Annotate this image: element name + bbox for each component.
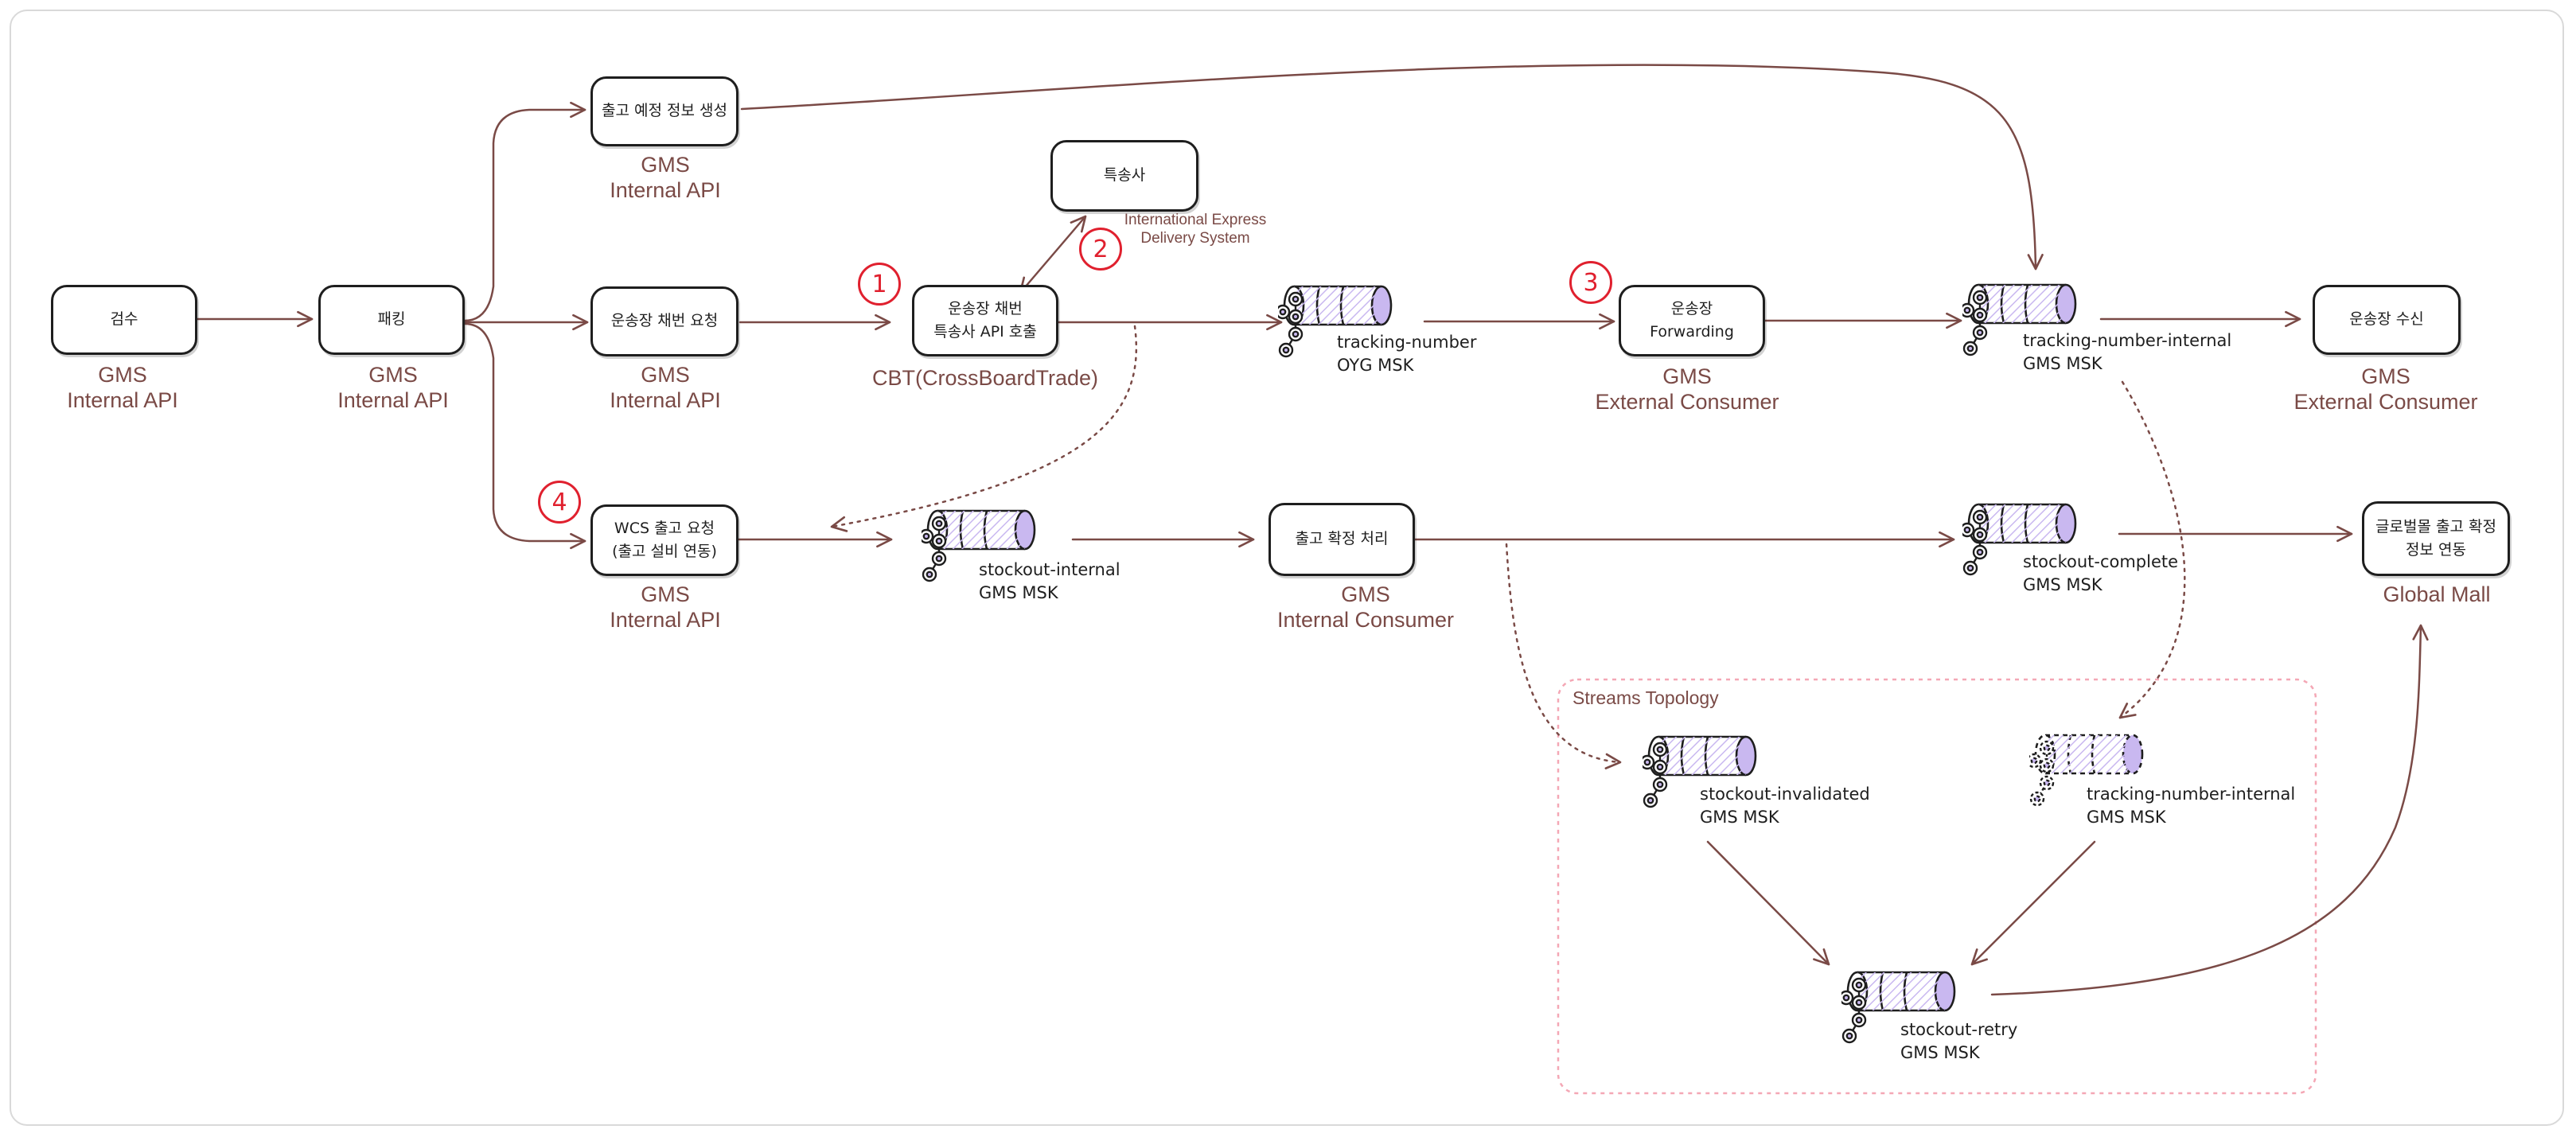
streams-topology-region [1557, 678, 2317, 1095]
node-planned-info[interactable]: 출고 예정 정보 생성 [590, 76, 739, 146]
node-confirm-caption: GMS Internal Consumer [1276, 582, 1455, 632]
node-packing[interactable]: 패킹 [318, 285, 465, 355]
step-4-badge: 4 [538, 481, 581, 524]
arrow-packing-planned [463, 101, 587, 322]
arrow-ghost-retry [1970, 840, 2096, 966]
node-confirm[interactable]: 출고 확정 처리 [1269, 503, 1415, 576]
streams-topology-label: Streams Topology [1572, 687, 1719, 708]
node-cbt-call-caption: CBT(CrossBoardTrade) [871, 366, 1099, 390]
topic-stockout-invalidated: stockout-invalidated GMS MSK [1700, 785, 1870, 827]
topic-tracking-number: tracking-number OYG MSK [1337, 333, 1477, 376]
step-1-badge: 1 [858, 263, 901, 306]
node-wcs-request-caption: GMS Internal API [610, 582, 721, 632]
topic-stockout-complete: stockout-complete GMS MSK [2023, 552, 2179, 595]
arrow-invalidated-retry [1706, 840, 1830, 966]
step-3-badge: 3 [1569, 261, 1612, 304]
node-cbt-call[interactable]: 운송장 채번 특송사 API 호출 [912, 285, 1058, 356]
kafka-topic-icon [1962, 503, 2077, 576]
node-planned-info-caption: GMS Internal API [610, 153, 721, 202]
node-waybill-request-caption: GMS Internal API [610, 363, 721, 412]
topic-tracking-number-internal: tracking-number-internal GMS MSK [2023, 331, 2232, 374]
dotted-cbt-wcs [830, 325, 1138, 532]
node-express[interactable]: 특송사 [1050, 140, 1198, 212]
node-forwarding-caption: GMS External Consumer [1595, 364, 1779, 414]
dotted-confirm-invalidated [1505, 543, 1622, 769]
node-forwarding[interactable]: 운송장 Forwarding [1619, 285, 1765, 356]
kafka-topic-icon [1962, 283, 2077, 356]
node-express-caption: International Express Delivery System [1124, 212, 1267, 247]
kafka-topic-ghost-icon [2029, 734, 2144, 807]
kafka-topic-icon [922, 509, 1036, 582]
arrow-packing-wcs [463, 322, 587, 550]
node-global-mall-caption: Global Mall [2383, 582, 2491, 606]
arrow-retry-mall [1990, 624, 2429, 996]
topic-stockout-internal: stockout-internal GMS MSK [979, 560, 1120, 603]
node-global-mall[interactable]: 글로벌몰 출고 확정 정보 연동 [2362, 501, 2510, 576]
dotted-internal-ghost [2118, 380, 2186, 719]
node-waybill-request[interactable]: 운송장 채번 요청 [590, 286, 739, 356]
node-waybill-receive[interactable]: 운송장 수신 [2313, 285, 2461, 355]
node-waybill-receive-caption: GMS External Consumer [2293, 364, 2478, 414]
kafka-topic-icon [1643, 735, 1757, 808]
arrow-planned-internal [740, 64, 2044, 271]
node-inspection[interactable]: 검수 [51, 285, 197, 355]
topic-stockout-retry: stockout-retry GMS MSK [1900, 1020, 2018, 1063]
diagram-frame [10, 10, 2564, 1126]
topic-tracking-number-internal-ghost: tracking-number-internal GMS MSK [2087, 785, 2296, 827]
kafka-topic-icon [1841, 971, 1956, 1044]
arrow-cbt-express [1019, 215, 1087, 294]
step-2-badge: 2 [1079, 228, 1122, 271]
node-inspection-caption: GMS Internal API [67, 363, 178, 412]
node-wcs-request[interactable]: WCS 출고 요청 (출고 설비 연동) [590, 504, 739, 576]
kafka-topic-icon [1278, 285, 1393, 358]
node-packing-caption: GMS Internal API [337, 363, 449, 412]
